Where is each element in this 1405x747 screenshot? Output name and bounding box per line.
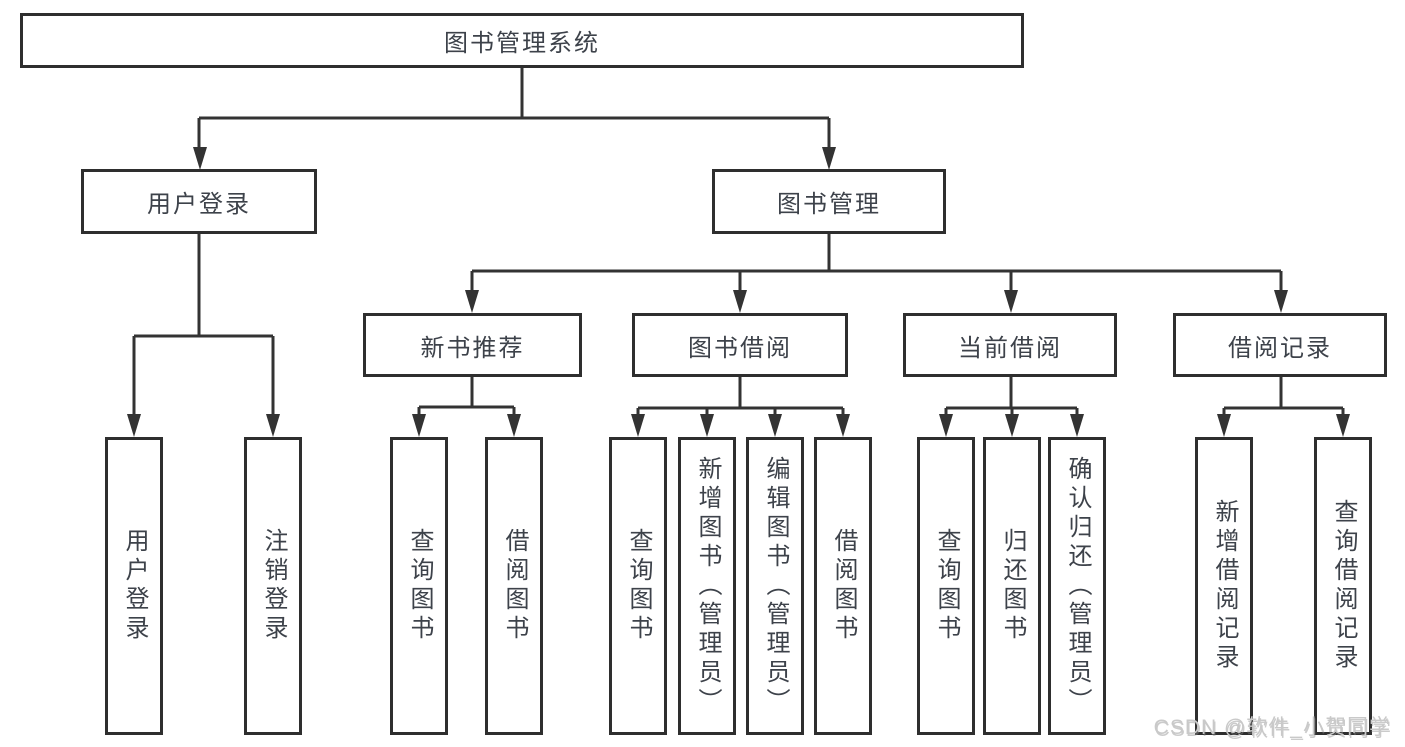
node-book-borrowing-label: 图书借阅	[688, 334, 792, 362]
node-borrowing-records: 借阅记录	[1173, 313, 1387, 377]
leaf-borrow-books-borrowing: 借阅图书	[814, 437, 872, 735]
leaf-add-borrow-record: 新增借阅记录	[1195, 437, 1253, 735]
arrowhead-icons	[127, 147, 1350, 437]
leaf-query-books-recommend: 查询图书	[390, 437, 448, 735]
node-new-book-recommendation: 新书推荐	[363, 313, 582, 377]
leaf-return-book: 归还图书	[983, 437, 1041, 735]
node-current-borrowing-label: 当前借阅	[958, 334, 1062, 362]
node-root-system: 图书管理系统	[20, 13, 1024, 68]
leaf-user-login: 用户登录	[105, 437, 163, 735]
node-current-borrowing: 当前借阅	[903, 313, 1117, 377]
node-borrowing-records-label: 借阅记录	[1228, 334, 1332, 362]
leaf-logout: 注销登录	[244, 437, 302, 735]
leaf-borrow-books-recommend: 借阅图书	[485, 437, 543, 735]
leaf-edit-book-admin: 编辑图书（管理员）	[746, 437, 804, 735]
node-book-management-label: 图书管理	[777, 191, 881, 218]
leaf-query-books-current: 查询图书	[917, 437, 975, 735]
node-new-book-recommendation-label: 新书推荐	[420, 334, 525, 362]
leaf-query-borrow-record: 查询借阅记录	[1314, 437, 1372, 735]
node-user-login: 用户登录	[81, 169, 317, 234]
leaf-confirm-return-admin: 确认归还（管理员）	[1048, 437, 1106, 735]
watermark: CSDN @软件_小贺同学	[1153, 716, 1391, 739]
node-user-login-label: 用户登录	[147, 191, 251, 218]
node-root-label: 图书管理系统	[444, 30, 600, 57]
leaf-add-book-admin: 新增图书（管理员）	[678, 437, 736, 735]
node-book-borrowing: 图书借阅	[632, 313, 848, 377]
leaf-query-books-borrowing: 查询图书	[609, 437, 667, 735]
node-book-management: 图书管理	[712, 169, 946, 234]
